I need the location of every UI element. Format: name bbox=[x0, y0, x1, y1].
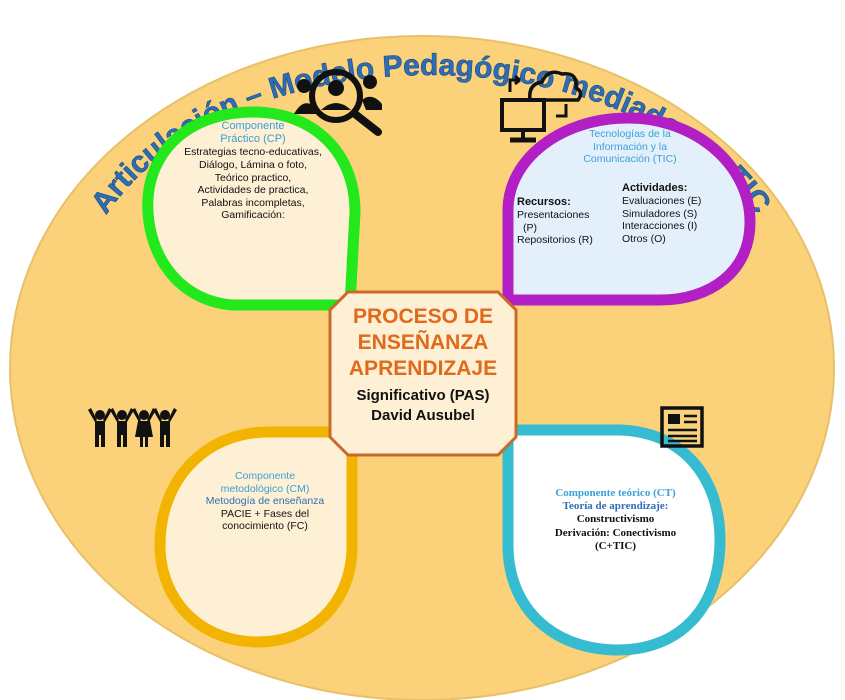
center-subtitle-line: Significativo (PAS) bbox=[356, 387, 490, 404]
center-process-box bbox=[328, 290, 518, 457]
theoretical-component-text: Componente teórico (CT) Teoría de aprend… bbox=[518, 487, 713, 553]
tic-activities-title: Actividades: bbox=[622, 182, 688, 194]
theoretical-line: (C+TIC) bbox=[594, 539, 637, 552]
tic-resources: Recursos: Presentaciones (P) Repositorio… bbox=[517, 196, 617, 247]
center-subtitle-line: David Ausubel bbox=[371, 407, 475, 424]
theoretical-line: Constructivismo bbox=[576, 513, 655, 526]
methodological-line: PACIE + Fases del bbox=[220, 507, 310, 520]
theoretical-component-shape bbox=[502, 424, 726, 656]
computer-cloud-icon bbox=[500, 70, 583, 143]
center-title-line: ENSEÑANZA bbox=[357, 331, 489, 354]
tic-resource-item: (P) bbox=[523, 221, 537, 234]
methodological-line: conocimiento (FC) bbox=[222, 520, 308, 533]
practical-line: Palabras incompletas, bbox=[201, 196, 305, 209]
methodological-component-shape bbox=[154, 426, 358, 648]
methodological-component-text: Componente metodológico (CM) Metodogía d… bbox=[185, 470, 345, 533]
tic-activity-item: Evaluaciones (E) bbox=[622, 195, 702, 208]
tic-resource-item: Repositorios (R) bbox=[517, 234, 593, 247]
center-title-line: PROCESO DE bbox=[352, 305, 494, 328]
practical-line: Gamificación: bbox=[221, 209, 285, 222]
practical-component-shape bbox=[142, 106, 361, 311]
practical-heading: Componente bbox=[221, 120, 285, 132]
practical-line: Estrategias tecno-educativas, bbox=[184, 146, 322, 159]
theoretical-line: Derivación: Conectivismo bbox=[554, 526, 677, 539]
newspaper-icon bbox=[660, 406, 704, 448]
center-title-line: APRENDIZAJE bbox=[348, 357, 498, 380]
methodological-subheading: Metodogía de enseñanza bbox=[205, 495, 325, 508]
people-group-icon bbox=[88, 408, 177, 447]
tic-component-shape bbox=[502, 112, 756, 306]
tic-heading-line: Tecnologías de la bbox=[589, 128, 671, 140]
practical-line: Diálogo, Lámina o foto, bbox=[199, 158, 307, 171]
practical-component-text: Componente Práctico (CP) Estrategias tec… bbox=[158, 120, 348, 222]
methodological-heading: Componente bbox=[234, 470, 296, 482]
tic-resources-title: Recursos: bbox=[517, 196, 571, 208]
methodological-heading: metodológico (CM) bbox=[220, 482, 310, 495]
tic-heading-line: Comunicación (TIC) bbox=[583, 153, 677, 166]
theoretical-subheading: Teoría de aprendizaje: bbox=[562, 500, 669, 513]
practical-line: Teórico practico, bbox=[214, 171, 292, 184]
tic-activity-item: Otros (O) bbox=[622, 232, 666, 245]
theoretical-heading: Componente teórico (CT) bbox=[555, 487, 676, 499]
tic-activities: Actividades: Evaluaciones (E) Simuladore… bbox=[622, 182, 742, 246]
tic-resource-item: Presentaciones bbox=[517, 209, 590, 222]
tic-activity-item: Simuladores (S) bbox=[622, 207, 698, 220]
tic-component-heading: Tecnologías de la Información y la Comun… bbox=[560, 128, 700, 166]
center-process-text: PROCESO DE ENSEÑANZA APRENDIZAJE Signifi… bbox=[333, 304, 513, 426]
practical-heading: Práctico (CP) bbox=[220, 133, 286, 146]
tic-heading-line: Información y la bbox=[592, 140, 668, 153]
tic-activity-item: Interacciones (I) bbox=[622, 220, 698, 233]
user-search-icon bbox=[294, 69, 382, 136]
practical-line: Actividades de practica, bbox=[197, 184, 309, 197]
